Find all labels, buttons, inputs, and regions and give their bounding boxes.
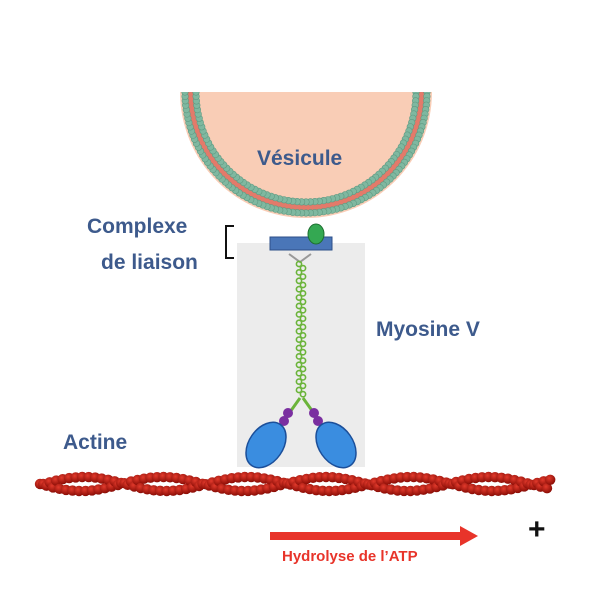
vesicle-membrane [181,92,431,217]
tail-bead [295,336,303,343]
tail-bead [295,294,303,301]
plus-end-icon: + [528,513,546,546]
tail-bead [299,323,307,331]
tail-bead [295,361,303,369]
myosin-tail [295,260,307,398]
tail-bead [299,382,307,390]
linker-label-line1: Complexe [87,215,188,238]
tail-bead [299,315,307,322]
myosin-label: Myosine V [376,318,480,341]
myosin-neck-left-2 [279,416,289,426]
tail-bead [295,352,303,360]
linker-bracket [225,225,234,259]
tail-bead [299,373,307,381]
tail-bead [295,277,303,285]
linker-complex [269,223,333,251]
tail-bead [295,285,303,293]
atp-label: Hydrolyse de l’ATP [282,548,418,565]
tail-bead [299,348,307,356]
tail-bead [295,327,303,335]
linker-label-line2: de liaison [101,251,198,274]
membrane-head [181,92,189,96]
tail-bead [299,298,307,306]
tail-bead [299,289,307,297]
tail-bead [299,306,307,314]
tail-bead [299,264,307,272]
linker-adaptor [307,223,325,245]
myosin-neck-left-1 [283,408,293,418]
tail-bead [295,302,303,310]
vesicle [180,92,432,218]
vesicle-label: Vésicule [257,147,343,170]
tail-bead [299,281,307,289]
vesicle-lumen [180,92,432,218]
tail-bead [295,378,303,385]
tail-bead [299,357,307,364]
actin-filament [34,471,556,497]
tail-bead [299,365,307,373]
actin-bead [541,483,553,494]
tail-bead [299,340,307,348]
membrane-head [192,92,200,96]
tail-bead [295,344,303,352]
tail-bead [295,369,303,377]
tail-bead [295,268,303,276]
actin-bead [545,474,556,485]
tail-bead [295,260,303,268]
tail-bead [299,273,307,280]
tail-bead [299,331,307,339]
atp-arrow [270,526,478,546]
myosin-head-left [245,421,287,469]
myosin-neck-right-1 [309,408,319,418]
tail-bead [295,386,303,394]
membrane-core [186,92,426,212]
actin-label: Actine [63,431,128,454]
myosin-head-right [315,421,357,469]
myosin-neck-right-2 [313,416,323,426]
tail-bead [295,319,303,327]
tail-bead [295,310,303,318]
myosin-v [245,253,357,469]
tail-bead [299,390,307,398]
